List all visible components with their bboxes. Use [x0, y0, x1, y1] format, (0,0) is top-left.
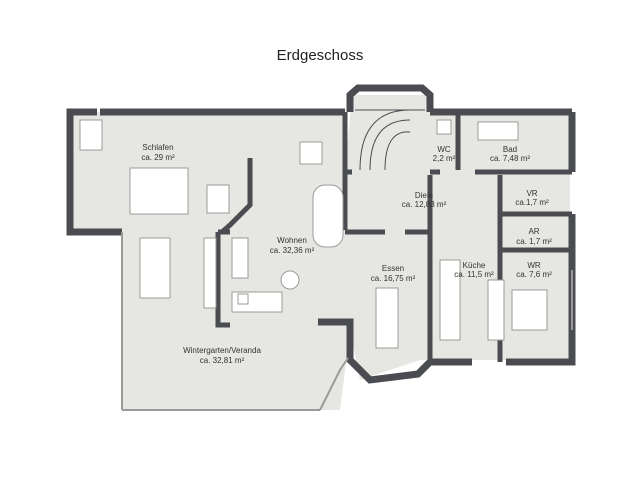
armchair: [299, 141, 323, 165]
room-area: ca. 1,7 m²: [516, 237, 552, 246]
kitchen-counter: [439, 259, 461, 341]
room-labels: Schlafen ca. 29 m² WC 2,2 m² Bad ca. 7,4…: [141, 143, 552, 365]
room-area: ca. 7,48 m²: [490, 154, 530, 163]
room-name: Essen: [382, 264, 404, 273]
room-area: ca. 29 m²: [141, 153, 175, 162]
room-area: ca. 12,83 m²: [402, 200, 447, 209]
exterior-walls: [66, 84, 576, 384]
bed: [129, 167, 189, 215]
armchair: [206, 184, 230, 214]
sofa: [231, 237, 249, 279]
plant: [237, 293, 249, 305]
room-name: WR: [527, 261, 541, 270]
room-name: AR: [528, 227, 539, 236]
table: [375, 287, 399, 349]
floor-title: Erdgeschoss: [276, 47, 364, 64]
furniture: [79, 119, 548, 349]
room-area: ca. 7,6 m²: [516, 270, 552, 279]
stair-landing: [312, 184, 344, 248]
washer: [511, 289, 548, 331]
room-area: ca. 32,81 m²: [200, 356, 245, 365]
room-name: Küche: [463, 261, 486, 270]
room-name: Bad: [503, 145, 517, 154]
room-name: Wintergarten/Veranda: [183, 346, 261, 355]
room-name: WC: [437, 145, 451, 154]
room-name: Wohnen: [277, 236, 307, 245]
room-area: ca. 11,5 m²: [454, 270, 494, 279]
toilet: [436, 119, 452, 135]
room-area: 2,2 m²: [433, 154, 456, 163]
bathtub: [477, 121, 519, 141]
room-name: Schlafen: [142, 143, 173, 152]
room-area: ca. 32,36 m²: [270, 246, 315, 255]
table-round: [280, 270, 300, 290]
room-name: VR: [526, 189, 537, 198]
sideboard: [203, 237, 217, 309]
kitchen-island: [487, 279, 505, 341]
wardrobe: [79, 119, 103, 151]
room-area: ca.1,7 m²: [515, 198, 549, 207]
room-area: ca. 16,75 m²: [371, 274, 416, 283]
room-name: Diele: [415, 191, 434, 200]
staircase: [355, 109, 425, 171]
window-rails: [121, 232, 573, 411]
dining-table: [139, 237, 171, 299]
